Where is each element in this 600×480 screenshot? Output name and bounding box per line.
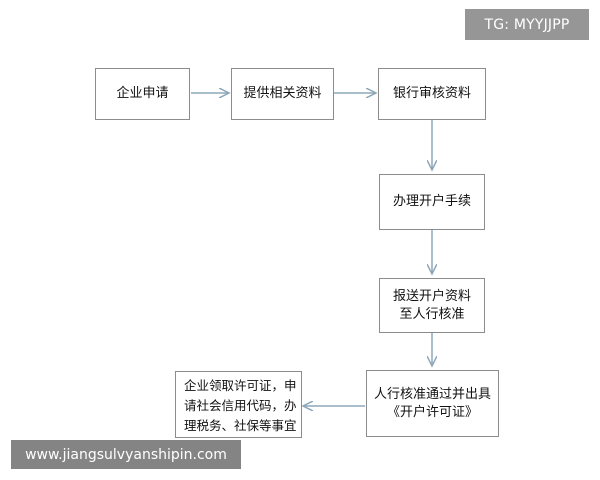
top-watermark-text: TG: MYYJJPP [484, 16, 570, 33]
step-provide-docs-box: 提供相关资料 [231, 68, 334, 120]
step-bank-review-label: 银行审核资料 [392, 86, 471, 101]
step-submit-docs-line-1: 报送开户资料 [392, 288, 471, 304]
step-submit-docs-line-2: 至人行核准 [399, 306, 465, 322]
step-pboc-approval-box: 人行核准通过并出具 《开户许可证》 [366, 370, 499, 437]
step-open-account-box: 办理开户手续 [379, 174, 485, 230]
step-apply-box: 企业申请 [95, 68, 190, 120]
bottom-watermark-text: www.jiangsulvyanshipin.com [25, 446, 227, 463]
step-open-account-label: 办理开户手续 [392, 194, 471, 209]
step-provide-docs-label: 提供相关资料 [243, 86, 322, 101]
step-submit-docs-box: 报送开户资料 至人行核准 [379, 278, 485, 333]
step-pboc-approval-line-2: 《开户许可证》 [386, 404, 478, 420]
step-bank-review-box: 银行审核资料 [378, 68, 486, 120]
bottom-watermark: www.jiangsulvyanshipin.com [11, 440, 241, 469]
step-apply-label: 企业申请 [116, 86, 169, 101]
step-final-line-2: 请社会信用代码，办 [184, 398, 297, 413]
step-final-line-3: 理税务、社保等事宜 [184, 418, 297, 433]
top-watermark: TG: MYYJJPP [465, 9, 589, 40]
step-pboc-approval-line-1: 人行核准通过并出具 [373, 386, 491, 402]
step-final-line-1: 企业领取许可证，申 [184, 378, 297, 393]
step-final-box: 企业领取许可证，申 请社会信用代码，办 理税务、社保等事宜 [175, 371, 302, 438]
